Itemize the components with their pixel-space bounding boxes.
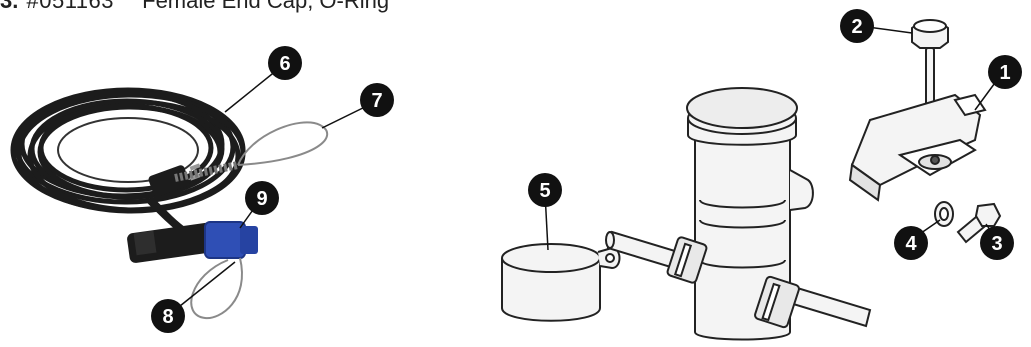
callout-5: 5: [528, 173, 562, 207]
svg-text:9: 9: [256, 188, 267, 210]
callout-3: 3: [980, 226, 1014, 260]
callout-9: 9: [245, 181, 279, 215]
callout-4: 4: [894, 226, 928, 260]
svg-text:2: 2: [851, 16, 862, 38]
callout-2: 2: [840, 9, 874, 43]
connector-end-cap: [205, 222, 245, 258]
connector: [126, 222, 258, 264]
svg-text:3: 3: [991, 233, 1002, 255]
cable-assembly: [13, 90, 327, 318]
callout-1: 1: [988, 55, 1022, 89]
band-clamp: [502, 244, 620, 321]
callout-7: 7: [360, 83, 394, 117]
callout-8: 8: [151, 299, 185, 333]
svg-text:4: 4: [905, 233, 917, 255]
wire-lanyard-top: [238, 122, 327, 165]
svg-text:8: 8: [162, 306, 173, 328]
wire-lanyard-bottom: [191, 258, 242, 318]
svg-text:6: 6: [279, 53, 290, 75]
svg-text:1: 1: [999, 62, 1010, 84]
callout-6: 6: [268, 46, 302, 80]
thumb-screw: [912, 20, 948, 108]
svg-text:5: 5: [539, 180, 550, 202]
svg-text:7: 7: [371, 90, 382, 112]
mounting-bracket: [850, 95, 985, 200]
